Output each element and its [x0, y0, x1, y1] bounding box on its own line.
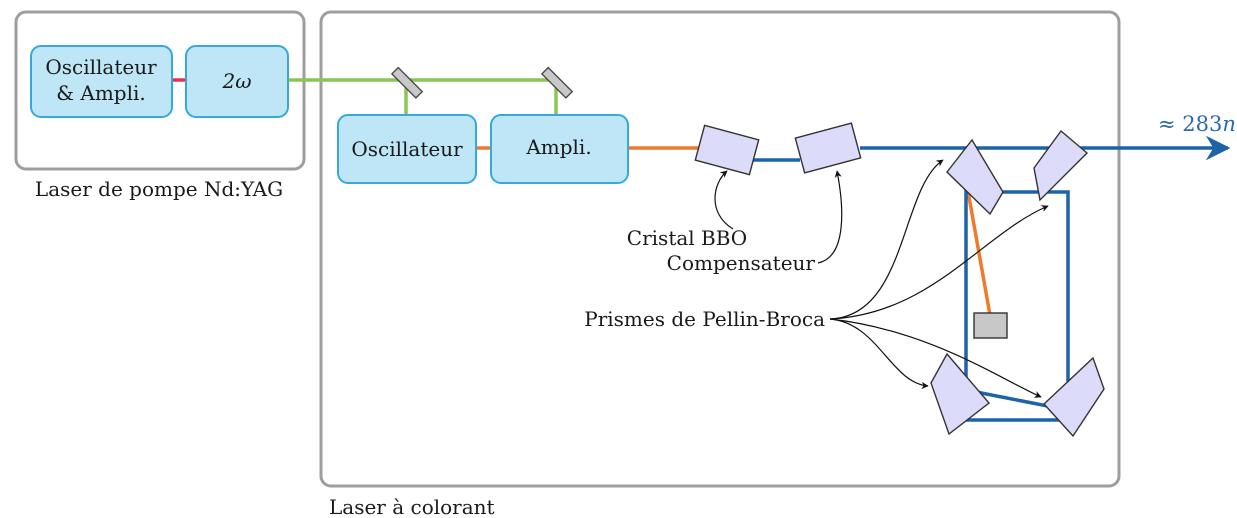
pellin-broca-prism-icon [1043, 356, 1105, 438]
pump-laser-frame [14, 10, 306, 171]
pump-laser-caption: Laser de pompe Nd:YAG [35, 177, 283, 201]
dye-laser-caption: Laser à colorant [329, 495, 495, 518]
blue-uv-beam [752, 146, 1070, 422]
output-wavelength-label: ≈ 283nm [1158, 112, 1237, 136]
doubler-label: 2ω [221, 69, 251, 93]
bbo-crystal-icon [694, 124, 760, 176]
dye-oscillator-box: Oscillateur [337, 114, 477, 184]
crystal-label: Cristal BBO [627, 226, 747, 250]
dye-amplifier-box: Ampli. [490, 114, 629, 184]
mirror-icon [540, 66, 574, 99]
pump-oscillator-label-2: & Ampli. [56, 81, 146, 105]
beam-dump-icon [973, 312, 1008, 339]
dye-oscillator-label: Oscillateur [351, 137, 463, 161]
green-pump-beam [288, 78, 558, 115]
frequency-doubler-box: 2ω [185, 45, 289, 118]
dye-laser-frame [319, 10, 1121, 488]
dye-amplifier-label: Ampli. [525, 135, 591, 159]
orange-dye-beam [475, 146, 992, 316]
mirror-icon [390, 66, 424, 99]
pump-oscillator-box: Oscillateur & Ampli. [30, 45, 173, 118]
pellin-broca-prism-icon [930, 352, 991, 436]
prisms-label: Prismes de Pellin-Broca [584, 307, 825, 331]
pump-oscillator-label-1: Oscillateur [45, 55, 157, 79]
pellin-broca-prism-icon [946, 138, 1004, 216]
compensator-crystal-icon [794, 122, 862, 174]
compensator-label: Compensateur [667, 251, 816, 275]
annotation-arrows [714, 159, 1049, 398]
pellin-broca-prism-icon [1033, 129, 1089, 202]
